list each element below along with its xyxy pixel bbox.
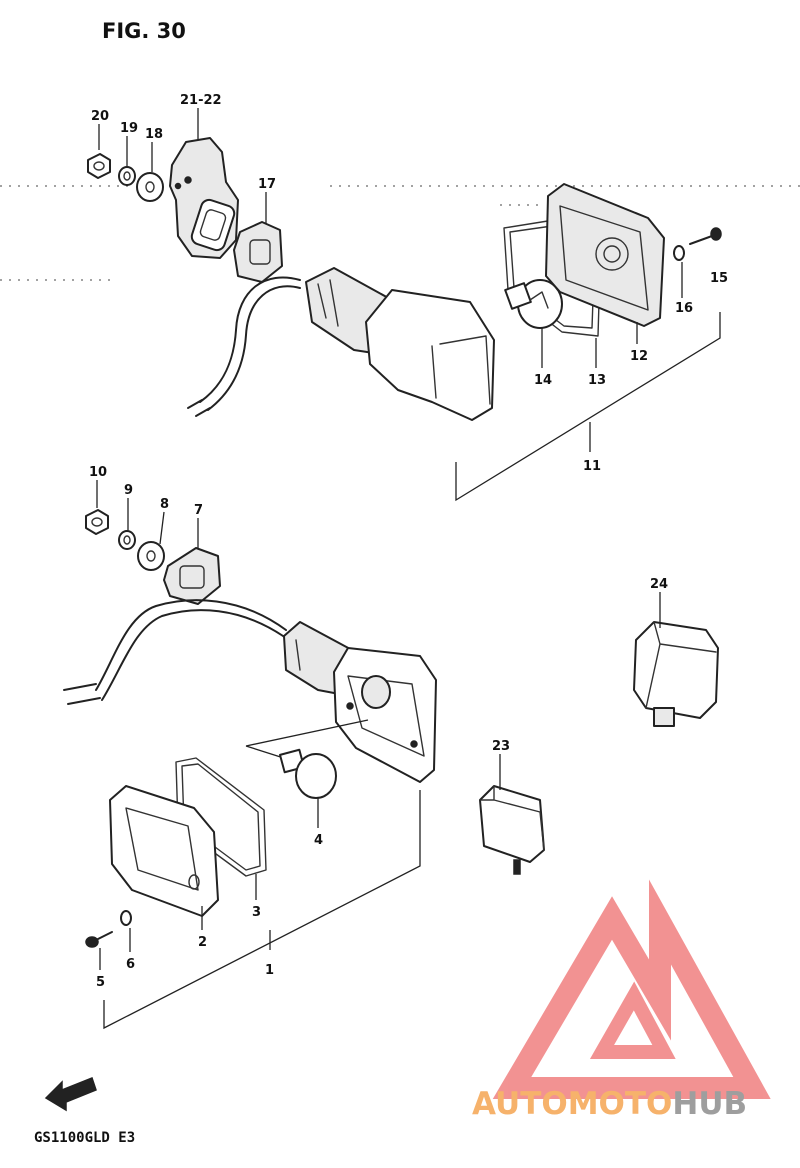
callout-8: 8 [160, 497, 169, 512]
callout-18: 18 [145, 127, 163, 142]
scan-artifacts [0, 185, 800, 281]
bracket-part-21-22 [169, 137, 239, 259]
watermark-text-part1: AUTOMOTO [472, 1086, 672, 1122]
washer-part-18 [136, 172, 164, 202]
washer-part-8 [137, 541, 165, 571]
callout-4: 4 [314, 833, 323, 848]
washer-part-6 [120, 910, 132, 926]
lens-part-2 [109, 785, 219, 917]
nut-part-10 [85, 509, 109, 535]
callout-19: 19 [120, 121, 138, 136]
callout-15: 15 [710, 271, 728, 286]
watermark-logo [492, 879, 771, 1099]
callout-13: 13 [588, 373, 606, 388]
callout-2: 2 [198, 935, 207, 950]
callout-14: 14 [534, 373, 552, 388]
lower-turn-signal-assembly [63, 509, 437, 1030]
lock-washer-part-19 [118, 166, 136, 186]
lens-part-12 [545, 183, 665, 327]
callout-11: 11 [583, 459, 601, 474]
callout-labels: 20 19 18 21-22 17 15 16 12 13 14 11 10 9… [89, 93, 728, 990]
callout-20: 20 [91, 109, 109, 124]
callout-21-22: 21-22 [180, 93, 222, 108]
front-arrow-icon [44, 1077, 97, 1112]
callout-6: 6 [126, 957, 135, 972]
watermark-text-part2: HUB [672, 1086, 747, 1122]
washer-part-16 [673, 245, 685, 261]
bulb-part-14 [504, 279, 563, 329]
callout-5: 5 [96, 975, 105, 990]
upper-turn-signal-assembly [87, 137, 722, 502]
model-label: GS1100GLD E3 [34, 1130, 135, 1146]
callout-9: 9 [124, 483, 133, 498]
callout-17: 17 [258, 177, 276, 192]
callout-23: 23 [492, 739, 510, 754]
callout-3: 3 [252, 905, 261, 920]
screw-part-15 [689, 227, 722, 245]
lower-lamp-wires [63, 599, 287, 705]
callout-7: 7 [194, 503, 203, 518]
nut-part-20 [87, 153, 111, 179]
bulb-part-4 [245, 719, 369, 799]
callout-10: 10 [89, 465, 107, 480]
flasher-part-24 [633, 621, 719, 727]
relay-part-23 [479, 785, 545, 875]
upper-lamp-wires [187, 276, 301, 417]
callout-24: 24 [650, 577, 668, 592]
upper-lamp-housing [305, 267, 495, 421]
callout-16: 16 [675, 301, 693, 316]
figure-title: FIG. 30 [102, 19, 186, 43]
callout-1: 1 [265, 963, 274, 978]
grommet-part-17 [233, 221, 283, 283]
screw-part-5 [85, 931, 113, 948]
lower-lamp-housing [333, 647, 437, 783]
grommet-part-7 [163, 547, 221, 605]
watermark-text: AUTOMOTOHUB [472, 1086, 747, 1122]
callout-12: 12 [630, 349, 648, 364]
lock-washer-part-9 [118, 530, 136, 550]
